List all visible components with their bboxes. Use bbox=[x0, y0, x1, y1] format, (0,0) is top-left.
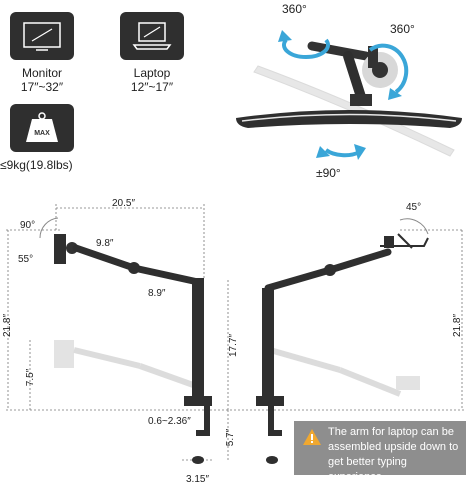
rotation-label-right: 360° bbox=[390, 22, 415, 36]
lower-arm bbox=[130, 264, 202, 286]
clamp-top bbox=[184, 396, 212, 406]
monitor-icon bbox=[23, 22, 61, 51]
angle-45-label: 45° bbox=[406, 202, 422, 213]
angle-90-label: 90° bbox=[20, 220, 36, 231]
height-total-left-label: 21.8″ bbox=[2, 313, 14, 338]
monitor-range: 17″~32″ bbox=[20, 80, 64, 94]
laptop-icon bbox=[132, 22, 172, 50]
warning-icon bbox=[303, 429, 321, 445]
monitor-name: Monitor bbox=[21, 66, 62, 80]
base-width-label: 3.15″ bbox=[186, 474, 210, 485]
monitor-spec-label: Monitor 17″~32″ bbox=[4, 66, 80, 94]
laptop-arm-stand bbox=[256, 233, 429, 464]
dimension-drawing bbox=[6, 204, 464, 464]
rotate-arrow-right-icon bbox=[368, 43, 409, 94]
angle-arc-90 bbox=[39, 217, 59, 239]
angle-arc-45 bbox=[399, 218, 429, 235]
arm-segment bbox=[307, 41, 371, 61]
weight-icon: MAX bbox=[26, 112, 58, 142]
laptop-range: 12″~17″ bbox=[130, 80, 174, 94]
tilt-arrow-icon bbox=[324, 148, 361, 158]
height-low-label: 7.5″ bbox=[25, 368, 37, 387]
clamp-range-label: 0.6~2.36″ bbox=[148, 416, 191, 427]
laptop-name: Laptop bbox=[133, 66, 171, 80]
max-badge: MAX bbox=[34, 130, 50, 137]
note-text: The arm for laptop can be assembled upsi… bbox=[328, 426, 459, 483]
laptop-spec-label: Laptop 12″~17″ bbox=[114, 66, 190, 94]
arm-upper-label: 9.8″ bbox=[96, 238, 114, 249]
width-total-label: 20.5″ bbox=[112, 198, 136, 209]
laptop-tray bbox=[380, 237, 429, 247]
arm-lower-label: 8.9″ bbox=[148, 288, 166, 299]
weight-spec-icon: MAX bbox=[10, 104, 74, 152]
rotate-arrow-left-icon bbox=[282, 38, 330, 59]
monitor-arm-stand bbox=[54, 234, 212, 464]
pole bbox=[192, 278, 204, 400]
clamp-height-label: 5.7″ bbox=[225, 428, 237, 447]
tilt-label: ±90° bbox=[316, 166, 341, 180]
rotation-diagram bbox=[236, 30, 462, 160]
monitor-body bbox=[236, 110, 462, 128]
laptop-spec-icon bbox=[120, 12, 184, 60]
upper-arm bbox=[72, 244, 138, 272]
angle-55-label: 55° bbox=[18, 254, 34, 265]
rotation-label-left: 360° bbox=[282, 2, 307, 16]
pole-height-label: 17.7″ bbox=[228, 333, 240, 358]
laptop-note: The arm for laptop can be assembled upsi… bbox=[294, 421, 466, 483]
height-total-right-label: 21.8″ bbox=[452, 313, 464, 338]
monitor-spec-icon bbox=[10, 12, 74, 60]
weight-limit-label: ≤9kg(19.8lbs) bbox=[0, 158, 73, 172]
